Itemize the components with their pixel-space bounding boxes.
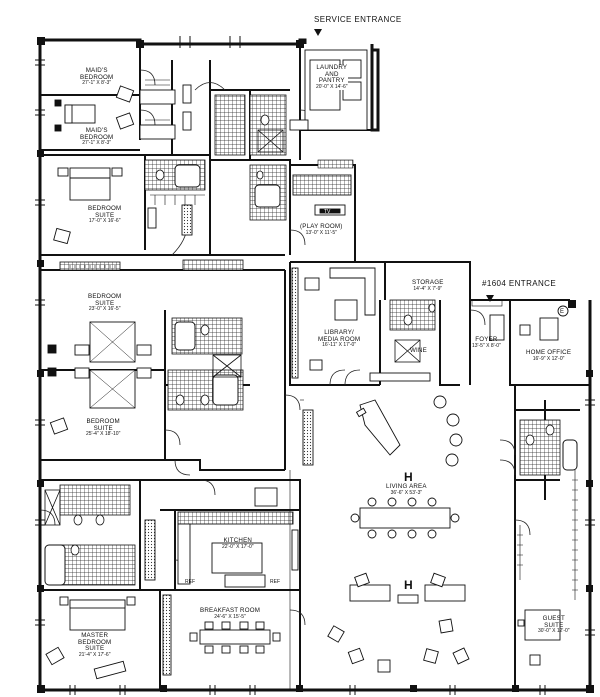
bedroom-suite-1-furniture [53,167,193,245]
ref-label-2: REF [270,579,280,585]
maids-bedroom-1-label: MAID'S BEDROOM 27'-1" X 8'-3" [80,67,114,86]
service-entrance-label: SERVICE ENTRANCE [314,15,402,24]
kitchen-furniture [177,487,299,588]
closet-rods [69,79,578,600]
master-bedroom-label: MASTER BEDROOM SUITE 21'-4" X 17'-6" [78,632,112,658]
laundry-label: LAUNDRY AND PANTRY 20'-0" X 14'-6" [316,64,348,90]
door-swings [39,69,531,626]
plumbing-fixtures [70,114,555,556]
tv-label: TV [324,209,331,215]
storage-label: STORAGE 14'-4" X 7'-9" [412,279,444,292]
bedroom-suite-2-label: BEDROOM SUITE 23'-0" X 16'-5" [88,293,122,312]
service-entrance-arrow [314,29,322,36]
play-room-label: (PLAY ROOM) 13'-0" X 11'-5" [300,223,343,236]
bedroom-suite-3-label: BEDROOM SUITE 25'-4" X 18'-10" [86,418,121,437]
piano-marker: H [404,470,413,484]
exterior-walls [38,38,592,692]
laundry-fixtures [289,49,368,131]
guest-suite-label: GUEST SUITE 30'-0" X 12'-0" [538,615,570,634]
elevator-marker: E [560,309,564,315]
main-entrance-label: #1604 ENTRANCE [482,279,557,288]
window-marks [35,36,595,695]
kitchen-label: KITCHEN 22'-0" X 17'-0" [222,537,254,550]
office-furniture [489,305,569,341]
fireplace-marker: H [404,578,413,592]
bedroom-suite-1-label: BEDROOM SUITE 17'-0" X 16'-6" [88,205,122,224]
maids-bedroom-2-label: MAID'S BEDROOM 27'-1" X 8'-3" [80,127,114,146]
guest-suite-furniture [517,609,561,666]
bedroom-suite-2-3-furniture [47,321,152,435]
bathtubs [44,164,578,586]
play-room-furniture [292,174,352,216]
breakfast-furniture [162,594,281,676]
master-bedroom-furniture [45,519,156,680]
elevator-shafts [44,129,421,526]
home-office-label: HOME OFFICE 16'-9" X 12'-0" [526,349,572,362]
breakfast-room-label: BREAKFAST ROOM 24'-6" X 15'-5" [200,607,261,620]
living-area-label: LIVING AREA 36'-6" X 53'-3" [386,483,427,496]
living-area-furniture [302,395,470,673]
library-furniture [291,267,431,382]
ref-label-1: REF [185,579,195,585]
library-label: LIBRARY/ MEDIA ROOM 16'-11" X 17'-0" [318,329,361,348]
misc-lines [289,159,503,690]
wine-label: WINE [410,347,427,354]
maid-beds [54,84,192,140]
main-entrance-arrow [486,295,494,302]
foyer-label: FOYER 13'-5" X 8'-0" [472,336,501,349]
